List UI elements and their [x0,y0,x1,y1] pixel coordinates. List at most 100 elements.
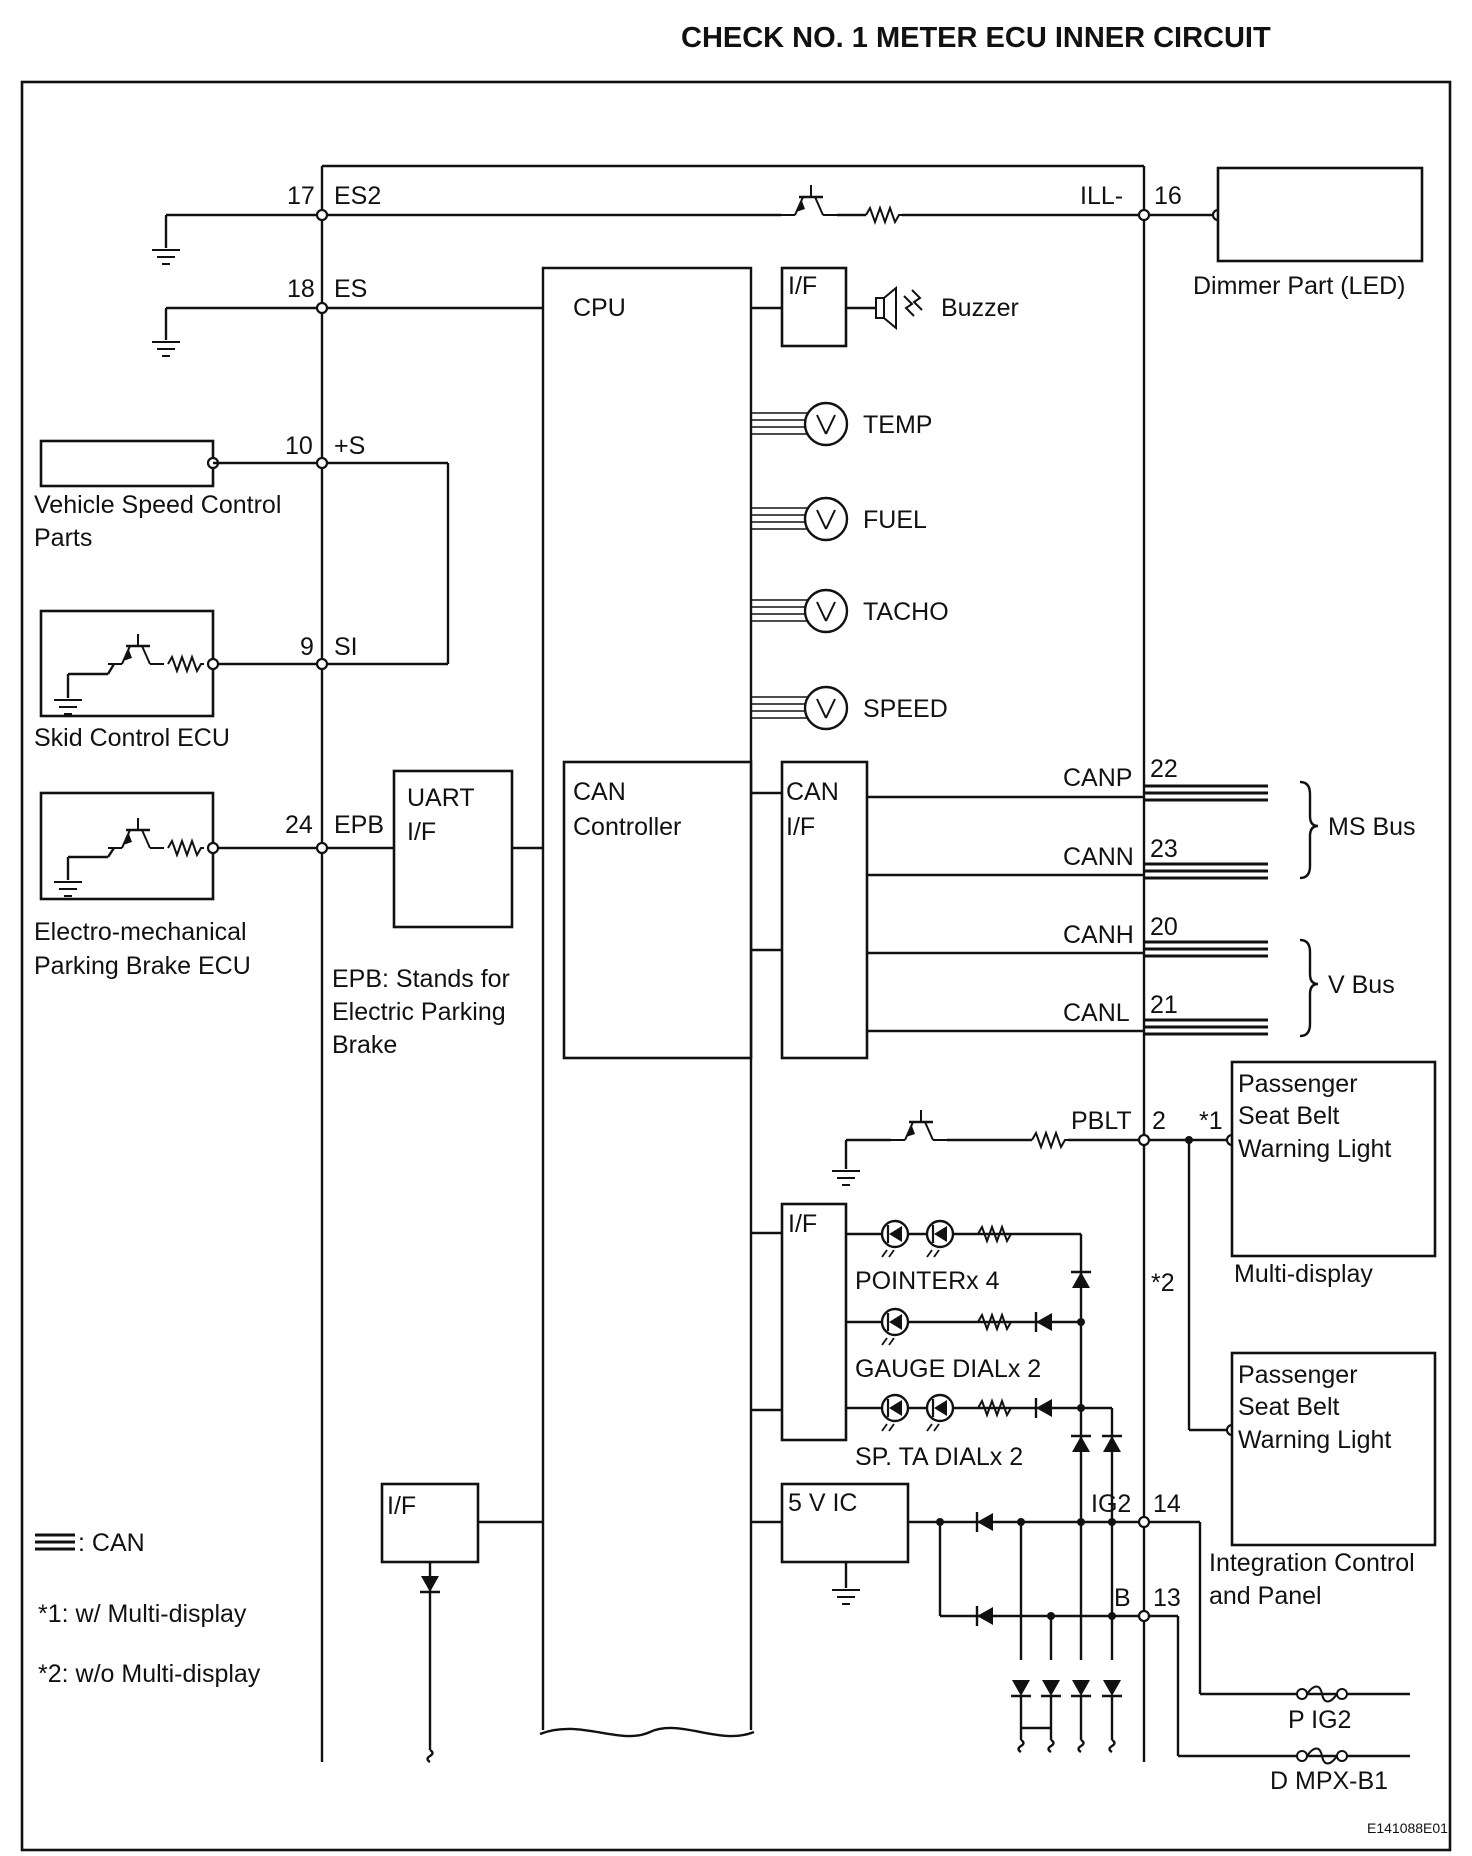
pin-18-name: ES [334,275,367,303]
buzzer-if-label: I/F [788,272,817,300]
note-1: *1: w/ Multi-display [38,1600,247,1628]
can-controller-label-2: Controller [573,813,681,841]
tacho-gauge: TACHO [751,588,949,634]
uart-if-label-1: UART [407,784,475,812]
note-mark-2: *2 [1151,1269,1175,1297]
left-if-label: I/F [387,1492,416,1520]
tacho-gauge-icon [803,588,849,634]
d-mpx-b1-fuse-label: D MPX-B1 [1270,1767,1388,1795]
icp-warn-1: Passenger [1238,1361,1358,1389]
epb-ecu-internal [53,816,205,897]
dimmer-part-box [1216,166,1424,263]
fuel-gauge-label: FUEL [863,506,927,534]
speed-gauge-icon [803,685,849,731]
bus-brackets [1299,780,1319,1038]
integration-panel-box [1230,1351,1437,1547]
uart-if-label-2: I/F [407,818,436,846]
epb-note-3: Brake [332,1031,397,1059]
fuel-gauge: FUEL [751,496,927,542]
speed-gauge-label: SPEED [863,695,948,723]
temp-gauge-icon [803,401,849,447]
pin-16-name: ILL- [1080,182,1123,210]
es2-ill-line [151,183,1218,265]
sp-ta-led-icon-1 [880,1393,910,1433]
pin-23-name: CANN [1063,843,1134,871]
ms-bus-label: MS Bus [1328,813,1416,841]
can-if-label-2: I/F [786,813,815,841]
p-ig2-fuse-label: P IG2 [1288,1706,1351,1734]
skid-control-label: Skid Control ECU [34,724,230,752]
tacho-gauge-label: TACHO [863,598,949,626]
buzzer-label: Buzzer [941,294,1019,322]
uart-if-block [392,769,514,929]
can-controller-block [562,760,753,1060]
speed-gauge: SPEED [751,685,948,731]
epb-ecu-box [39,791,215,901]
pin-20-name: CANH [1063,921,1134,949]
d-mpx-b1-fuse-icon [1296,1747,1348,1765]
icp-label-2: and Panel [1209,1582,1322,1610]
meter-ecu-boundary [320,164,1146,1762]
pin-24-number: 24 [285,811,313,839]
pin-18-number: 18 [287,275,315,303]
pointer-led-label: POINTERx 4 [855,1267,1000,1295]
note-2: *2: w/o Multi-display [38,1660,261,1688]
pin-21-number: 21 [1150,991,1178,1019]
pin-13-name: B [1114,1584,1131,1612]
can-controller-label-1: CAN [573,778,626,806]
multi-display-label: Multi-display [1234,1260,1373,1288]
buzzer-if-block [780,266,848,348]
pointer-led-icon-1 [880,1219,910,1259]
can-if-block [780,760,869,1060]
gauge-dial-led-icon [880,1307,910,1347]
gauge-dial-led-label: GAUGE DIALx 2 [855,1355,1041,1383]
can-legend-symbol [35,1533,75,1551]
multi-display-warn-1: Passenger [1238,1070,1358,1098]
epb-ecu-label-2: Parking Brake ECU [34,952,251,980]
multi-display-warn-3: Warning Light [1238,1135,1391,1163]
multi-display-box [1230,1060,1437,1258]
ill-transistor-icon [779,183,839,217]
outer-frame [20,80,1452,1852]
multi-display-warn-2: Seat Belt [1238,1102,1340,1130]
pointer-led-icon-2 [925,1219,955,1259]
vehicle-speed-control-box [39,439,215,488]
led-if-block [780,1202,848,1442]
gauge-dial-led-row [846,1307,1081,1347]
ill-resistor-icon [865,207,903,223]
buzzer-icon [875,285,923,331]
ic-5v-label: 5 V IC [788,1489,857,1517]
led-if-label: I/F [788,1210,817,1238]
pin-9-number: 9 [300,633,314,661]
pin-10-name: +S [334,432,365,460]
pin-16-number: 16 [1154,182,1182,210]
vehicle-speed-label-2: Parts [34,524,92,552]
pin-17-name: ES2 [334,182,381,210]
pin-23-number: 23 [1150,835,1178,863]
icp-label-1: Integration Control [1209,1549,1415,1577]
pin-22-number: 22 [1150,755,1178,783]
page-title: CHECK NO. 1 METER ECU INNER CIRCUIT [681,22,1271,54]
temp-gauge-label: TEMP [863,411,932,439]
icp-warn-3: Warning Light [1238,1426,1391,1454]
pin-2-name: PBLT [1071,1107,1132,1135]
can-legend-label: : CAN [78,1529,145,1557]
cpu-label: CPU [573,294,626,322]
icp-warn-2: Seat Belt [1238,1393,1340,1421]
figure-code: E141088E01 [1367,1820,1448,1836]
epb-ecu-label-1: Electro-mechanical [34,918,247,946]
pin-13-number: 13 [1153,1584,1181,1612]
can-if-label-1: CAN [786,778,839,806]
epb-note-1: EPB: Stands for [332,965,510,993]
pin-14-name: IG2 [1091,1490,1131,1518]
ic-5v-block [780,1482,910,1564]
pin-24-name: EPB [334,811,384,839]
pin-10-number: 10 [285,432,313,460]
pin-14-number: 14 [1153,1490,1181,1518]
sp-ta-dial-led-label: SP. TA DIALx 2 [855,1443,1023,1471]
pblt-transistor-icon [889,1108,949,1142]
v-bus-label: V Bus [1328,971,1395,999]
pin-21-name: CANL [1063,999,1130,1027]
skid-ecu-internal [53,632,205,715]
